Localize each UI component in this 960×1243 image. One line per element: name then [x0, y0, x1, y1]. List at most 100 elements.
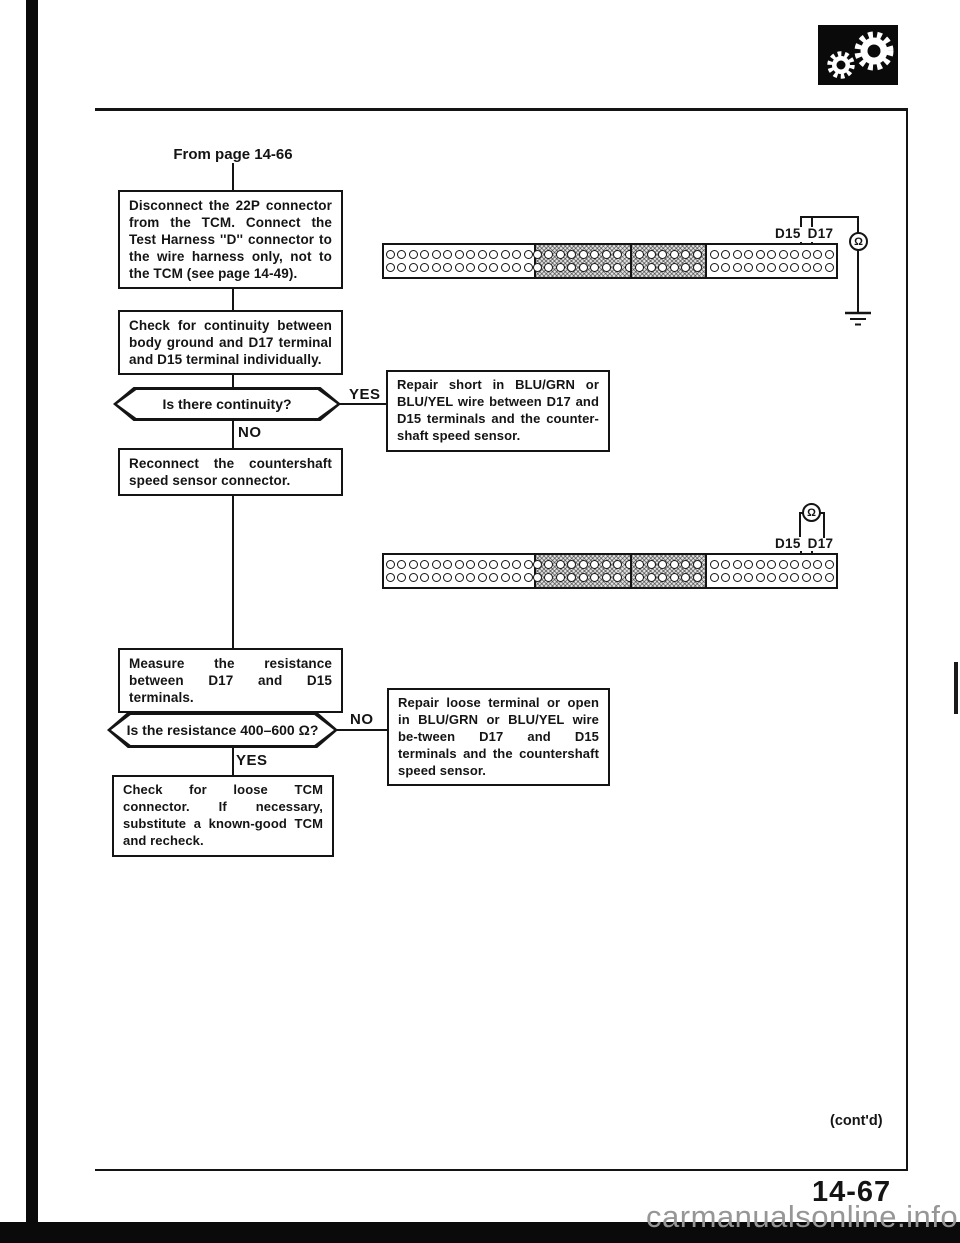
connector-pin [431, 249, 441, 259]
connector-pin [567, 249, 576, 259]
connector-section [630, 555, 705, 587]
connector-pin [801, 559, 811, 569]
action-check-tcm: Check for loose TCM connector. If necess… [112, 775, 334, 857]
connector-pin [744, 249, 753, 259]
connector-pin [613, 263, 622, 273]
connector-pin-row [385, 573, 533, 583]
test-harness-connector-diagram-2 [382, 553, 838, 589]
connector-pin [523, 249, 533, 259]
connector-pin [578, 249, 588, 259]
terminal-d15-label: D15 [775, 536, 801, 551]
connector-pin [646, 559, 656, 569]
connector-pin [744, 263, 753, 273]
connector-pin [778, 249, 788, 259]
connector-section [705, 555, 836, 587]
flowchart-frame [95, 108, 908, 1171]
connector-pin-row [532, 573, 634, 583]
ohmmeter-icon: Ω [802, 503, 821, 522]
gears-graphic [827, 31, 894, 79]
connector-pin [801, 249, 811, 259]
connector-pin [544, 559, 553, 569]
connector-pin [669, 249, 679, 259]
connector-pin [669, 559, 679, 569]
connector-pin [669, 263, 679, 273]
terminal-labels: D15 D17 [775, 226, 833, 241]
connector-pin [755, 249, 765, 259]
watermark: carmanualsonline.info [646, 1199, 959, 1234]
connector-pin [790, 249, 799, 259]
connector-pin [578, 573, 588, 583]
connector-pin [732, 559, 742, 569]
connector-pin [813, 559, 822, 569]
connector-pin [709, 263, 719, 273]
connector-pin [567, 559, 576, 569]
connector-pin [767, 249, 776, 259]
action-repair-short: Repair short in BLU/GRN or BLU/YEL wire … [386, 370, 610, 452]
connector-pin-row [385, 249, 533, 259]
connector-pin [646, 263, 656, 273]
connector-pin [555, 263, 565, 273]
connector-pin [443, 573, 452, 583]
connector-pin [721, 559, 730, 569]
page-number: 14-67 [812, 1176, 892, 1208]
connector-pin [601, 249, 611, 259]
connector-pin [466, 573, 475, 583]
connector-pin [420, 559, 429, 569]
step-measure-resistance: Measure the resistance between D17 and D… [118, 648, 343, 713]
connector-pin [709, 249, 719, 259]
connector-pin [669, 573, 679, 583]
scan-artifact [954, 662, 958, 714]
connector-pin [790, 559, 799, 569]
connector-pin-row [709, 263, 834, 273]
connector-pin [466, 559, 475, 569]
connector-pin [732, 573, 742, 583]
connector-pin [578, 263, 588, 273]
connector-pin [431, 559, 441, 569]
connector-pin [778, 573, 788, 583]
connector-pin [500, 559, 510, 569]
connector-pin [477, 263, 487, 273]
connector-pin [489, 573, 498, 583]
connector-pin [397, 573, 406, 583]
page-bottom-bar [0, 1222, 960, 1243]
connector-pin [658, 559, 668, 569]
from-page-label: From page 14-66 [173, 146, 293, 163]
connector-pin [567, 263, 576, 273]
connector-pin [709, 573, 719, 583]
connector-pin [512, 263, 521, 273]
connector-pin [824, 559, 834, 569]
connector-pin [767, 573, 776, 583]
connector-pin [767, 263, 776, 273]
connector-pin [692, 559, 702, 569]
connector-pin [601, 263, 611, 273]
decision-is-there-continuity: Is there continuity? [113, 387, 341, 421]
connector-pin [755, 559, 765, 569]
connector-pin [555, 249, 565, 259]
connector-pin [590, 559, 599, 569]
connector-pin [601, 573, 611, 583]
step-check-continuity: Check for continuity between body ground… [118, 310, 343, 375]
connector-section [705, 245, 836, 277]
connector-pin [824, 573, 834, 583]
connector-pin [397, 263, 406, 273]
connector-pin [824, 249, 834, 259]
connector-pin [397, 559, 406, 569]
connector-pin [590, 249, 599, 259]
connector-pin-row [532, 559, 634, 569]
connector-pin [532, 573, 542, 583]
connector-pin [646, 573, 656, 583]
connector-pin [454, 263, 464, 273]
connector-pin [532, 263, 542, 273]
connector-pin [813, 249, 822, 259]
connector-pin [555, 573, 565, 583]
connector-pin [454, 559, 464, 569]
terminal-d17-label: D17 [807, 536, 834, 551]
connector-pin [578, 559, 588, 569]
connector-pin-row [635, 249, 702, 259]
connector-pin [544, 249, 553, 259]
connector-pin [443, 263, 452, 273]
connector-pin [767, 559, 776, 569]
transmission-gears-icon [818, 25, 898, 85]
connector-pin [544, 263, 553, 273]
connector-pin [744, 559, 753, 569]
